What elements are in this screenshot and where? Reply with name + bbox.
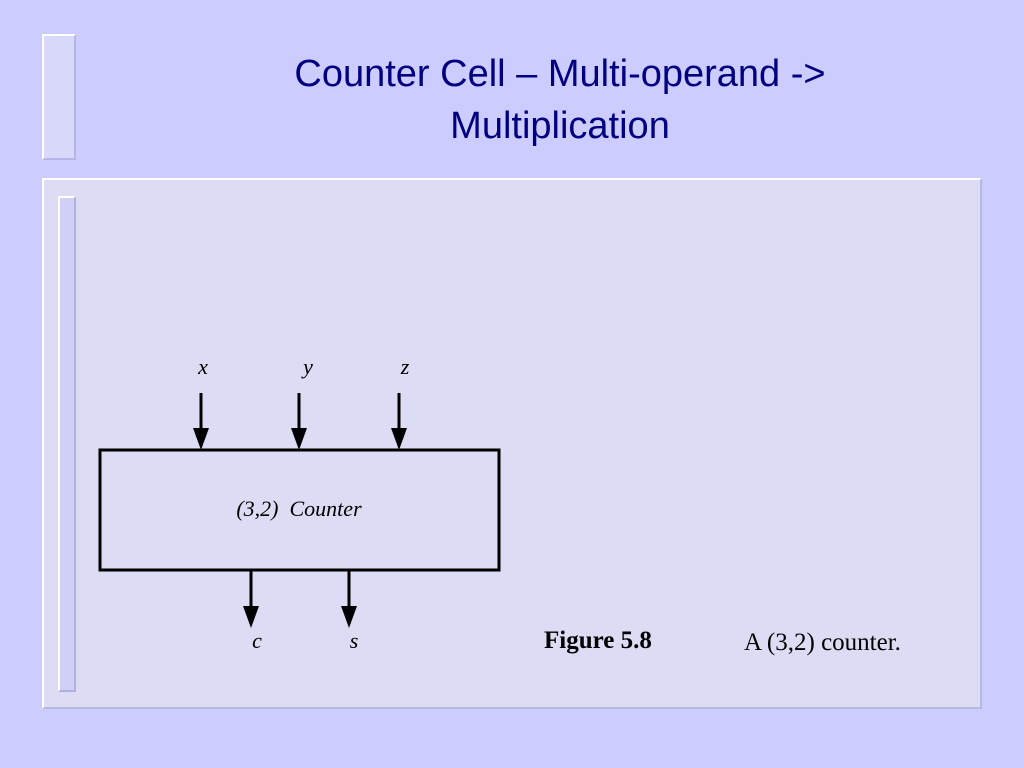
counter-box (98, 448, 501, 572)
output-label-s: s (350, 628, 359, 653)
input-label-x: x (197, 354, 208, 379)
input-label-y: y (301, 354, 313, 379)
counter-box-label: (3,2) Counter (236, 496, 362, 521)
input-arrow-x (193, 393, 209, 450)
input-label-z: z (400, 354, 410, 379)
slide-title-line2: Multiplication (450, 105, 670, 147)
input-arrow-y (291, 393, 307, 450)
title-accent-bar (42, 34, 76, 160)
slide-title-line1: Counter Cell – Multi-operand -> (294, 53, 826, 95)
output-arrow-c (243, 571, 259, 628)
output-label-c: c (252, 628, 262, 653)
figure-caption-label: Figure 5.8 (544, 627, 652, 654)
figure-caption-text: A (3,2) counter. (744, 629, 901, 656)
input-arrow-z (391, 393, 407, 450)
output-arrow-s (341, 571, 357, 628)
panel-accent-bar (58, 196, 76, 692)
slide-title: Counter Cell – Multi-operand -> Multipli… (110, 48, 1010, 152)
